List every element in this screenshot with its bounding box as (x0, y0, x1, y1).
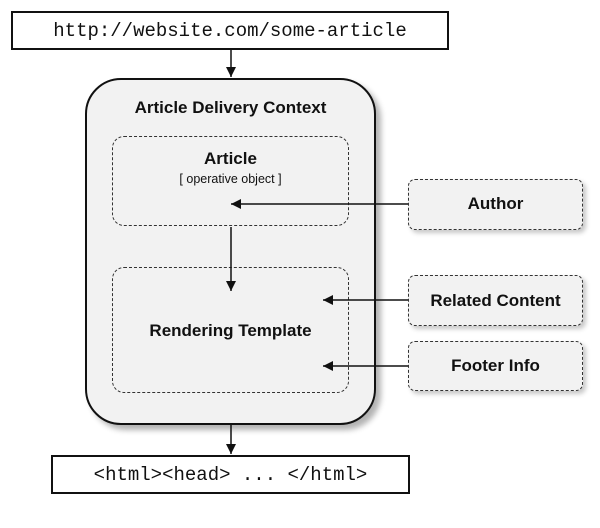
footer-info-label: Footer Info (451, 356, 540, 375)
request-url-label: http://website.com/some-article (53, 20, 407, 42)
author-label: Author (467, 194, 524, 213)
rendering-template-title: Rendering Template (149, 321, 312, 340)
related-content-box (408, 275, 583, 326)
author-box (408, 179, 583, 230)
html-output-box (51, 455, 410, 494)
context-title: Article Delivery Context (134, 98, 327, 117)
article-subtitle: [ operative object ] (179, 172, 282, 186)
html-output-label: <html><head> ... </html> (93, 464, 368, 486)
related-content-label: Related Content (430, 291, 561, 310)
request-url-box (11, 11, 449, 50)
article-box (112, 136, 349, 226)
footer-info-box (408, 341, 583, 391)
article-title: Article (204, 149, 257, 168)
